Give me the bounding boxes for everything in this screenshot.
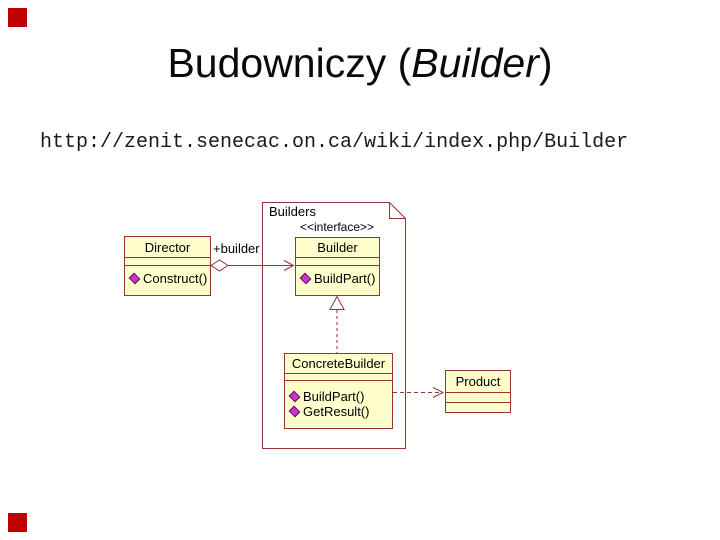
method-label: BuildPart(): [314, 271, 376, 286]
method-diamond-icon: [128, 272, 141, 285]
wiki-url-link[interactable]: http://zenit.senecac.on.ca/wiki/index.ph…: [40, 131, 629, 154]
open-arrowhead: [432, 387, 445, 398]
attributes-compartment: [285, 374, 392, 381]
method-item: GetResult(): [288, 404, 390, 419]
realization-connector: [329, 295, 345, 353]
class-title: ConcreteBuilder: [285, 354, 392, 374]
method-label: GetResult(): [303, 404, 370, 419]
method-item: BuildPart(): [299, 271, 377, 286]
title-closing-paren: ): [538, 40, 553, 86]
aggregation-connector: [210, 259, 295, 272]
attributes-compartment: [125, 258, 210, 266]
interface-stereotype: <<interface>>: [299, 220, 375, 234]
methods-compartment: [446, 403, 510, 412]
class-title: Product: [446, 371, 510, 393]
class-title: Director: [125, 237, 210, 258]
class-title: Builder: [296, 238, 379, 258]
method-item: Construct(): [128, 271, 208, 286]
method-label: BuildPart(): [303, 389, 365, 404]
corner-marker-bottom-left: [8, 513, 27, 532]
method-diamond-icon: [299, 272, 312, 285]
class-product: Product: [445, 370, 511, 413]
aggregation-diamond: [210, 259, 229, 272]
method-label: Construct(): [143, 271, 208, 286]
class-director: Director Construct(): [124, 236, 211, 296]
title-text: Budowniczy (: [167, 40, 412, 86]
package-label: Builders: [269, 204, 316, 219]
dependency-connector: [393, 387, 445, 398]
methods-compartment: BuildPart(): [296, 266, 379, 295]
class-builder: Builder BuildPart(): [295, 237, 380, 296]
methods-compartment: Construct(): [125, 266, 210, 295]
generalization-triangle: [329, 295, 345, 310]
method-diamond-icon: [288, 405, 301, 418]
title-italic-text: Builder: [411, 40, 539, 86]
attributes-compartment: [296, 258, 379, 266]
methods-compartment: BuildPart() GetResult(): [285, 381, 392, 428]
class-concrete-builder: ConcreteBuilder BuildPart() GetResult(): [284, 353, 393, 429]
open-arrowhead: [283, 260, 295, 271]
method-diamond-icon: [288, 390, 301, 403]
package-fold-corner: [389, 202, 406, 219]
corner-marker-top-left: [8, 8, 27, 27]
association-label: +builder: [213, 241, 260, 256]
page-title: Budowniczy (Builder): [0, 40, 720, 87]
attributes-compartment: [446, 393, 510, 403]
method-item: BuildPart(): [288, 389, 390, 404]
